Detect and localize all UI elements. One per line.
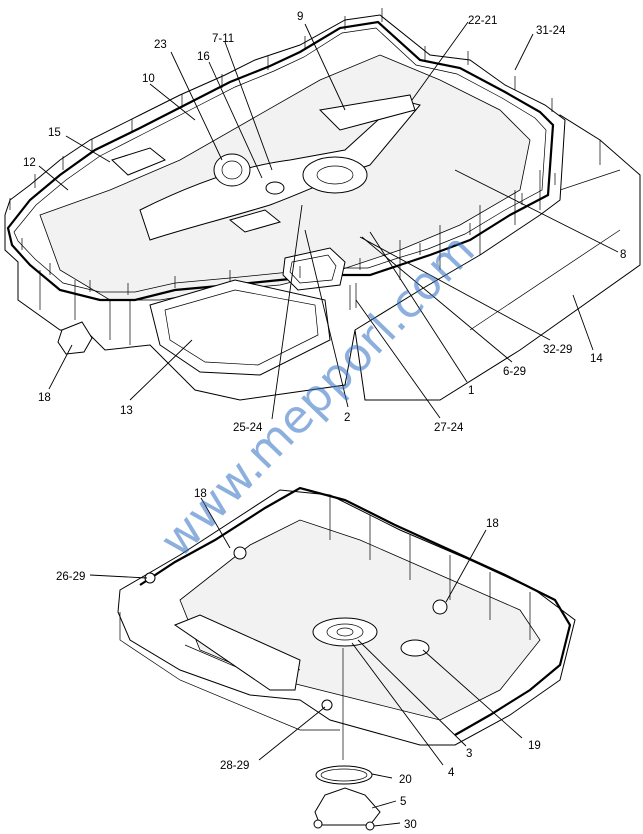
callout-5: 5 xyxy=(400,796,406,808)
callout-18-top: 18 xyxy=(38,392,51,404)
callout-10: 10 xyxy=(142,73,155,85)
callout-31-24: 31-24 xyxy=(536,25,566,37)
callout-13: 13 xyxy=(120,405,133,417)
callout-7-11: 7-11 xyxy=(212,33,234,45)
callout-2: 2 xyxy=(344,412,350,424)
callout-8: 8 xyxy=(620,249,626,261)
callout-22-21: 22-21 xyxy=(468,15,497,27)
callout-18-bottom-left: 18 xyxy=(194,488,207,500)
callout-23: 23 xyxy=(154,39,167,51)
callout-20: 20 xyxy=(399,774,412,786)
callout-14: 14 xyxy=(590,353,603,365)
callout-16: 16 xyxy=(197,51,210,63)
callout-9: 9 xyxy=(297,11,303,23)
callout-3: 3 xyxy=(466,748,472,760)
callout-25-24: 25-24 xyxy=(233,422,263,434)
lower-oil-pan-assembly xyxy=(117,486,576,831)
leader-lines xyxy=(38,21,619,827)
callout-28-29: 28-29 xyxy=(220,760,249,772)
callout-6-29: 6-29 xyxy=(503,366,526,378)
callout-4: 4 xyxy=(448,767,455,779)
callout-19: 19 xyxy=(528,740,541,752)
callout-32-29: 32-29 xyxy=(543,344,572,356)
callout-labels: 9 22-21 31-24 23 7-11 16 10 15 12 8 32-2… xyxy=(23,11,626,831)
callout-27-24: 27-24 xyxy=(434,422,464,434)
upper-oil-pan-assembly xyxy=(4,8,641,401)
callout-1: 1 xyxy=(468,385,474,397)
gasket-studs xyxy=(9,8,556,295)
callout-30: 30 xyxy=(404,819,417,831)
callout-15: 15 xyxy=(48,127,61,139)
callout-18-bottom-right: 18 xyxy=(486,518,499,530)
callout-26-29: 26-29 xyxy=(56,571,85,583)
callout-12: 12 xyxy=(23,157,36,169)
